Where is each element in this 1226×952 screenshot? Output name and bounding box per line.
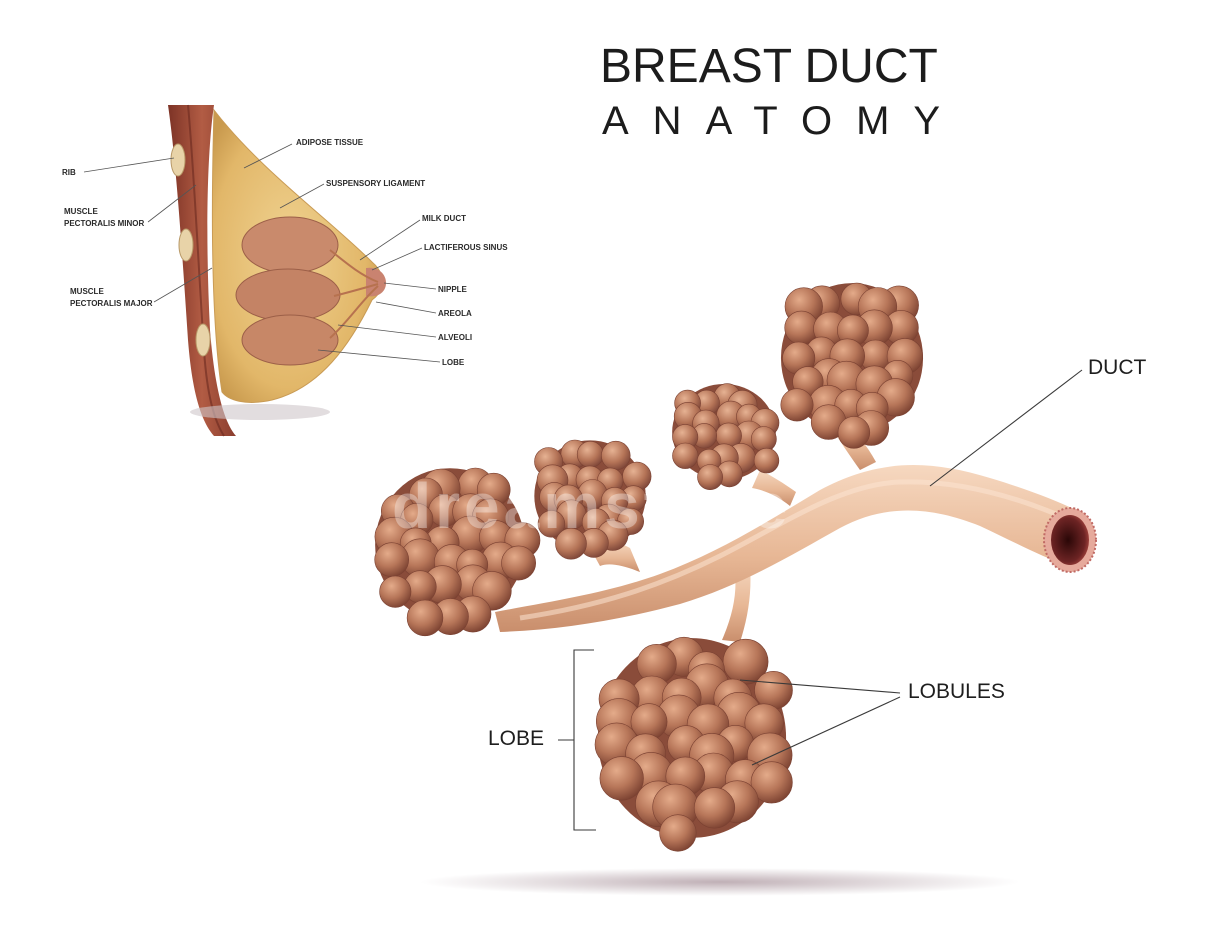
label-lobe-small: LOBE bbox=[442, 358, 465, 367]
alveolus bbox=[750, 426, 777, 453]
rib-3 bbox=[195, 323, 211, 357]
lobules-leader-2 bbox=[751, 696, 901, 766]
label-alveoli: ALVEOLI bbox=[438, 333, 472, 342]
lobe-lower bbox=[241, 314, 339, 366]
pectoralis-muscle bbox=[168, 105, 236, 436]
lobules-leader-1 bbox=[739, 679, 901, 694]
alveolus bbox=[374, 542, 410, 578]
alveolus bbox=[537, 510, 566, 538]
alveolus bbox=[837, 416, 871, 449]
alveolus bbox=[780, 388, 814, 422]
alveolus bbox=[750, 761, 793, 804]
alveolus bbox=[753, 447, 780, 474]
lobe-middle bbox=[235, 268, 341, 322]
duct-highlight bbox=[519, 479, 1072, 621]
lobule-cluster-lobe bbox=[594, 636, 793, 852]
label-muscle-major-2: PECTORALIS MAJOR bbox=[70, 299, 153, 308]
cross-section-leaders bbox=[83, 143, 441, 363]
rib-1 bbox=[170, 143, 186, 177]
alveolus bbox=[672, 442, 699, 469]
lobule-cluster-far-left bbox=[374, 467, 541, 637]
label-muscle-minor-2: PECTORALIS MINOR bbox=[64, 219, 145, 228]
alveolus bbox=[599, 756, 644, 801]
lobule-cluster-middle bbox=[672, 383, 780, 491]
alveolus bbox=[555, 527, 587, 560]
duct-leader bbox=[929, 369, 1083, 487]
label-lactiferous-sinus: LACTIFEROUS SINUS bbox=[424, 243, 508, 252]
alveolus bbox=[379, 575, 412, 608]
watermark: dreamstime bbox=[392, 470, 791, 542]
ground-shadow bbox=[420, 868, 1020, 896]
title-line-1: BREAST DUCT bbox=[600, 40, 938, 93]
label-muscle-minor-1: MUSCLE bbox=[64, 207, 98, 216]
alveolus bbox=[697, 464, 724, 491]
lobule-cluster-left bbox=[534, 439, 652, 560]
duct-branch-4 bbox=[722, 562, 751, 642]
title-line-2: ANATOMY bbox=[602, 99, 964, 143]
label-nipple: NIPPLE bbox=[438, 285, 468, 294]
alveolus bbox=[659, 814, 697, 852]
label-adipose-tissue: ADIPOSE TISSUE bbox=[296, 138, 364, 147]
label-rib: RIB bbox=[62, 168, 76, 177]
lobe-bracket bbox=[558, 649, 596, 831]
alveolus bbox=[601, 440, 631, 471]
duct-lumen bbox=[1051, 515, 1089, 565]
cross-section-shadow bbox=[190, 404, 330, 420]
rib-2 bbox=[178, 228, 194, 262]
breast-cross-section bbox=[168, 104, 386, 437]
lobule-cluster-top bbox=[780, 282, 924, 449]
label-areola: AREOLA bbox=[438, 309, 472, 318]
label-lobe: LOBE bbox=[488, 727, 544, 750]
alveolus bbox=[501, 545, 536, 581]
label-muscle-major-1: MUSCLE bbox=[70, 287, 104, 296]
cross-section-lobes bbox=[235, 216, 341, 366]
label-duct: DUCT bbox=[1088, 356, 1146, 379]
lobe-upper bbox=[241, 216, 339, 274]
duct-branch-2 bbox=[752, 470, 796, 506]
alveolus bbox=[754, 670, 793, 710]
milk-ducts bbox=[329, 249, 379, 339]
label-suspensory-ligament: SUSPENSORY LIGAMENT bbox=[326, 179, 425, 188]
alveolus bbox=[406, 599, 444, 637]
label-milk-duct: MILK DUCT bbox=[422, 214, 466, 223]
lobule-clusters bbox=[374, 282, 924, 852]
label-lobules: LOBULES bbox=[908, 680, 1005, 703]
alveolus bbox=[576, 440, 604, 468]
alveolus bbox=[693, 787, 736, 829]
